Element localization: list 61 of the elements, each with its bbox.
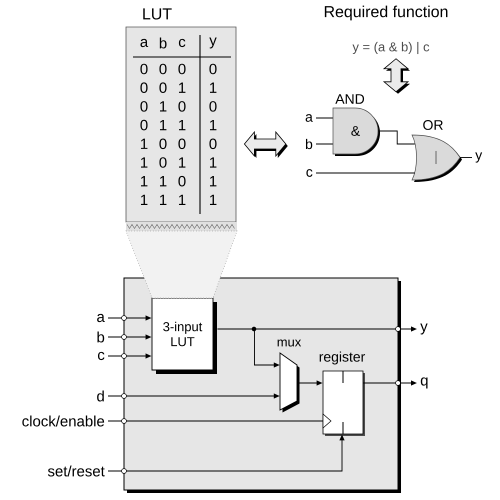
table-cell: 0 bbox=[178, 101, 186, 112]
input-label: a bbox=[97, 314, 105, 322]
table-cell: 0 bbox=[159, 138, 167, 150]
table-cell: 0 bbox=[209, 101, 217, 112]
table-cell: 0 bbox=[140, 82, 148, 93]
table-cell: 0 bbox=[159, 82, 167, 93]
table-cell: 0 bbox=[178, 176, 186, 186]
table-cell: 1 bbox=[141, 157, 148, 168]
table-cell: 0 bbox=[178, 64, 186, 74]
output-label: q bbox=[420, 377, 428, 389]
table-cell: 1 bbox=[210, 176, 216, 186]
table-cell: 1 bbox=[141, 176, 148, 186]
lut-box: 3-input LUT bbox=[152, 298, 217, 374]
column-header: b bbox=[160, 38, 167, 48]
component-label: mux bbox=[278, 339, 302, 347]
connector bbox=[316, 172, 416, 174]
heading: Required function bbox=[324, 6, 448, 20]
table-cell: 0 bbox=[209, 138, 217, 150]
table-cell: 0 bbox=[178, 138, 186, 150]
table-cell: 1 bbox=[141, 194, 148, 206]
input-label: c bbox=[306, 169, 312, 177]
table-cell: 1 bbox=[179, 194, 186, 206]
table-cell: 0 bbox=[140, 64, 148, 74]
table-cell: 1 bbox=[160, 120, 166, 130]
connector bbox=[108, 420, 324, 422]
table-cell: 0 bbox=[140, 101, 148, 112]
column-header: c bbox=[178, 38, 186, 48]
output-label: y bbox=[420, 324, 428, 334]
input-label: d bbox=[97, 390, 104, 402]
table-cell: 0 bbox=[159, 157, 167, 168]
input-label: set/reset bbox=[48, 466, 105, 476]
input-label: b bbox=[97, 332, 104, 342]
table-cell: 1 bbox=[141, 138, 148, 149]
table-title: LUT bbox=[143, 8, 172, 20]
table-cell: 1 bbox=[160, 176, 166, 186]
component-label: register bbox=[320, 352, 366, 364]
table-cell: 0 bbox=[209, 64, 217, 74]
table-cell: 1 bbox=[179, 157, 186, 168]
connector bbox=[460, 157, 472, 158]
input-label: a bbox=[306, 114, 313, 122]
input-label: b bbox=[306, 138, 312, 150]
double-arrow-icon bbox=[382, 58, 410, 94]
connector bbox=[378, 130, 416, 144]
column-header: a bbox=[140, 38, 148, 48]
formula: y = (a & b) | c bbox=[352, 42, 430, 54]
output-label: y bbox=[475, 152, 482, 163]
table-cell: 1 bbox=[179, 120, 186, 130]
table-cell: 0 bbox=[159, 64, 167, 74]
input-label: c bbox=[98, 352, 104, 360]
table-cell: 0 bbox=[140, 120, 148, 130]
table-cell: 1 bbox=[210, 120, 216, 130]
input-label: clock/enable bbox=[22, 416, 104, 426]
table-cell: 1 bbox=[179, 82, 186, 93]
table-cell: 1 bbox=[210, 157, 216, 168]
gate-label: OR bbox=[423, 120, 443, 130]
table-cell: 1 bbox=[210, 82, 216, 93]
table-cell: 1 bbox=[160, 194, 166, 206]
column-header: y bbox=[209, 38, 217, 48]
gate-label: AND bbox=[335, 94, 364, 104]
table-cell: 1 bbox=[160, 101, 166, 112]
table-cell: 1 bbox=[210, 194, 216, 206]
